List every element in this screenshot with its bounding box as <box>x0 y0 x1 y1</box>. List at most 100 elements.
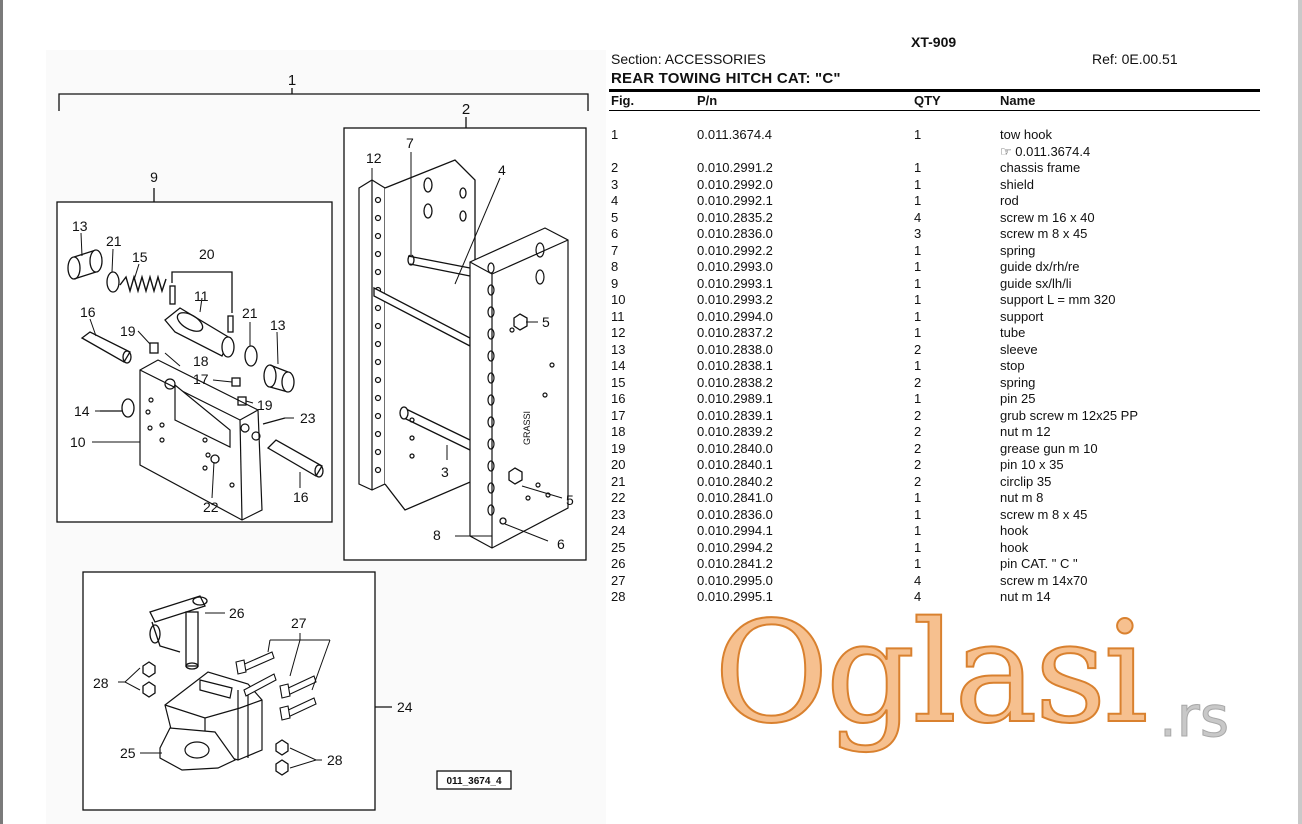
cell-name: tow hook <box>1000 127 1053 142</box>
callout-17: 17 <box>193 371 209 387</box>
leaders-box-2 <box>371 152 563 542</box>
cell-name: stop <box>1000 358 1025 373</box>
nut-28-c <box>275 739 289 756</box>
cell-pn: 0.010.2993.0 <box>697 259 773 274</box>
cell-pn: 0.010.2994.2 <box>697 539 773 555</box>
pin-16-b <box>266 439 324 478</box>
cell-name: screw m 14x70 <box>1000 572 1088 588</box>
callout-19b: 19 <box>257 397 273 413</box>
cell-qty: 1 <box>914 506 922 522</box>
cell-qty: 1 <box>914 391 922 406</box>
tube-12 <box>164 307 235 358</box>
cell-qty: 1 <box>914 358 922 373</box>
cell-pn: 0.010.2993.2 <box>697 292 773 307</box>
cell-pn: 0.010.2992.2 <box>697 242 773 258</box>
cell-pn: 0.010.2835.2 <box>697 209 773 225</box>
cell-name: pin 10 x 35 <box>1000 457 1064 472</box>
cell-fig: 9 <box>611 275 619 291</box>
hook-body-24-25 <box>159 671 263 771</box>
watermark-logo: Oglasi <box>713 592 1149 755</box>
nut-28-a <box>142 661 156 678</box>
cell-fig: 5 <box>611 209 619 225</box>
callout-1: 1 <box>288 72 296 89</box>
cell-qty: 2 <box>914 341 922 357</box>
cell-name: circlip 35 <box>1000 473 1052 489</box>
nut-28-b <box>142 681 156 698</box>
cell-fig: 14 <box>611 358 626 373</box>
cell-name: support L = mm 320 <box>1000 292 1116 307</box>
screw-23 <box>262 417 286 425</box>
cell-name: pin 25 <box>1000 391 1036 406</box>
callouts-box-2: 12 7 4 5 3 5 8 6 <box>366 135 574 552</box>
support-part-11 <box>139 359 263 521</box>
cell-fig: 13 <box>611 341 626 357</box>
cell-pn: 0.010.2989.1 <box>697 391 773 406</box>
page-title: REAR TOWING HITCH CAT: "C" <box>611 70 841 87</box>
cell-pn: 0.010.2839.2 <box>697 424 773 439</box>
table-row-sub: ☞ 0.011.3674.4 <box>0 144 1302 161</box>
leaders-box-24 <box>118 612 331 769</box>
callout-16b: 16 <box>293 489 309 505</box>
cell-qty: 4 <box>914 589 922 604</box>
cell-qty: 1 <box>914 193 922 208</box>
callout-25: 25 <box>120 745 136 761</box>
cell-name: hook <box>1000 539 1029 555</box>
cell-pn: 0.010.2841.0 <box>697 490 773 505</box>
manufacturer-stamp: GRASSI <box>522 411 532 445</box>
cell-fig: 1 <box>611 127 619 142</box>
cell-fig: 8 <box>611 259 619 274</box>
cell-pn: 0.010.2840.1 <box>697 457 773 472</box>
cell-pn: 0.011.3674.4 <box>697 127 772 142</box>
cell-fig: 23 <box>611 506 626 522</box>
cell-qty: 1 <box>914 160 922 175</box>
cell-pn: 0.010.2838.0 <box>697 341 773 357</box>
leaders-box-10 <box>80 232 301 499</box>
cell-name: hook <box>1000 523 1029 538</box>
cell-fig: 4 <box>611 193 619 208</box>
callout-5: 5 <box>542 314 550 330</box>
nut-22 <box>210 454 220 464</box>
callouts-box-24: 26 27 28 25 28 <box>93 605 343 768</box>
callout-19: 19 <box>120 323 136 339</box>
cell-fig: 7 <box>611 242 619 258</box>
cell-pn: 0.010.2993.1 <box>697 275 773 291</box>
cell-name: screw m 8 x 45 <box>1000 506 1088 522</box>
cell-fig: 2 <box>611 160 619 175</box>
cell-qty: 1 <box>914 292 922 307</box>
spring-15 <box>119 274 167 294</box>
callouts-box-10: 13 21 15 20 11 16 19 18 17 19 21 13 14 1… <box>70 218 316 515</box>
cell-pn: 0.010.2840.0 <box>697 440 773 456</box>
cell-qty: 1 <box>914 127 922 142</box>
rod-4 <box>399 406 471 451</box>
cell-fig: 27 <box>611 572 626 588</box>
callout-21b: 21 <box>242 305 258 321</box>
cell-name: tube <box>1000 325 1026 340</box>
cell-name: nut m 12 <box>1000 424 1051 439</box>
cell-name: support <box>1000 308 1044 324</box>
cell-pn: 0.010.2838.2 <box>697 374 773 390</box>
cell-qty: 3 <box>914 226 922 241</box>
cell-fig: 12 <box>611 325 626 340</box>
callout-8: 8 <box>433 527 441 543</box>
col-header-fig: Fig. <box>611 93 635 108</box>
screw-5-b <box>508 467 523 485</box>
drawing-code-box <box>436 770 512 790</box>
cell-name: screw m 8 x 45 <box>1000 226 1088 241</box>
callout-7: 7 <box>406 135 414 151</box>
callout-18: 18 <box>193 353 209 369</box>
cell-name: guide dx/rh/re <box>1000 259 1080 274</box>
cell-fig: 28 <box>611 589 626 604</box>
page-left-edge <box>0 0 3 824</box>
cell-fig: 26 <box>611 556 626 571</box>
